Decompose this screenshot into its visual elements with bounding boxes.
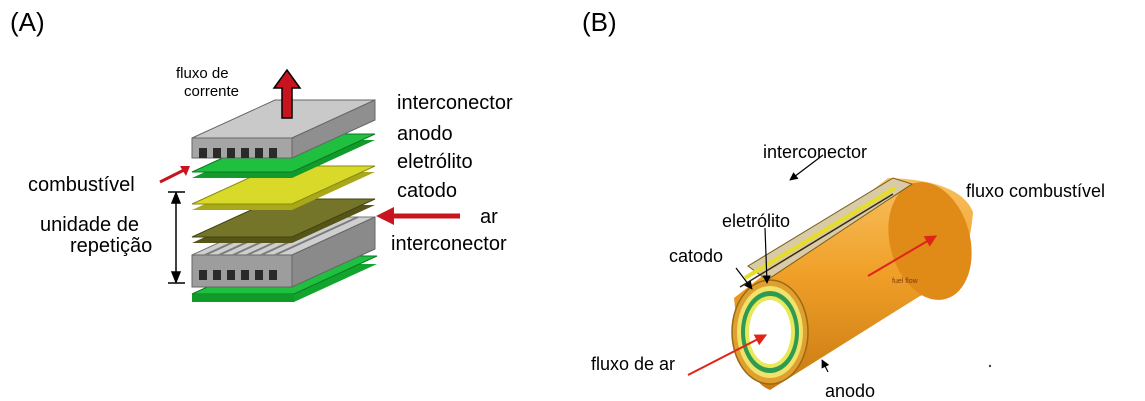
repeat-unit-label-line2: repetição xyxy=(70,235,153,257)
fuel-flow-arrow xyxy=(867,235,938,277)
top-interconnector xyxy=(191,99,376,159)
air-label: ar xyxy=(480,206,498,228)
air-arrow xyxy=(376,207,460,225)
b-air-flow-label: fluxo de ar xyxy=(591,354,676,374)
current-flow-arrow xyxy=(272,68,302,119)
air-flow-arrow xyxy=(687,334,768,376)
speck xyxy=(988,364,992,368)
b-fuel-flow-label: fluxo combustível xyxy=(966,181,1106,201)
planar-stack xyxy=(159,68,460,302)
leader-lines xyxy=(735,154,830,373)
interconnector-top-label: interconector xyxy=(397,92,513,114)
tubular-cell: fuel flow xyxy=(687,154,992,390)
b-electrolyte-label: eletrólito xyxy=(722,211,791,231)
fuel-arrow xyxy=(159,166,190,184)
faint-tube-text: fuel flow xyxy=(892,278,919,285)
electrolyte-label: eletrólito xyxy=(397,151,473,173)
fuel-label: combustível xyxy=(28,174,135,196)
electrolyte-plate xyxy=(191,165,376,210)
b-anode-label: anodo xyxy=(825,381,876,401)
tube-end-rings xyxy=(731,279,809,385)
cathode-label: catodo xyxy=(397,180,458,202)
repeat-unit-bracket xyxy=(168,190,185,285)
flow-current-label-line2: corrente xyxy=(184,83,240,100)
panel-b-label: (B) xyxy=(582,7,617,37)
interconnector-bottom-label: interconector xyxy=(391,233,507,255)
anode-label: anodo xyxy=(397,123,453,145)
b-cathode-label: catodo xyxy=(669,246,724,266)
cathode-plate xyxy=(191,198,376,243)
b-interconnector-label: interconector xyxy=(763,142,868,162)
repeat-unit-label-line1: unidade de xyxy=(40,214,139,236)
panel-a-label: (A) xyxy=(10,7,45,37)
interconnector-strip xyxy=(739,177,914,288)
flow-current-label-line1: fluxo de xyxy=(176,65,229,82)
